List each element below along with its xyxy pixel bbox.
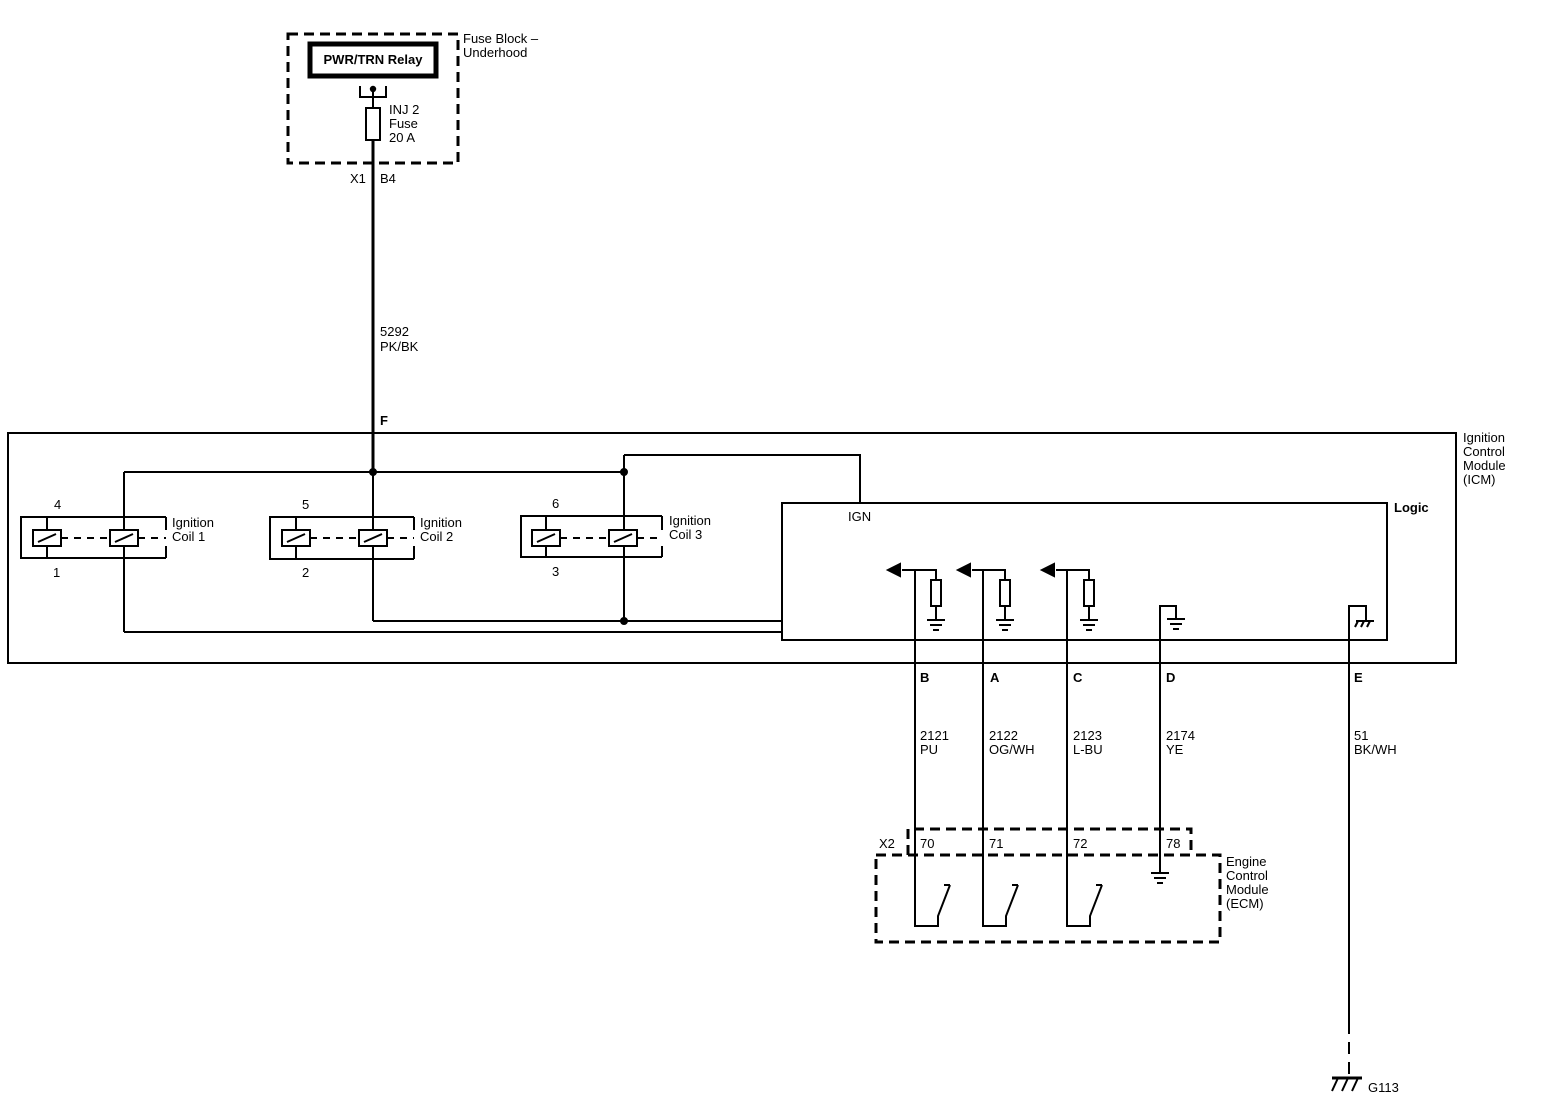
wire-color-label: YE <box>1166 742 1184 757</box>
ecm-switch-70 <box>914 880 951 927</box>
ground-label: G113 <box>1368 1080 1399 1095</box>
coil-name-label: Coil 1 <box>172 529 205 544</box>
ecm-outline <box>874 853 1222 944</box>
ecm-pin-label: 71 <box>989 836 1003 851</box>
ground-icon <box>996 619 1014 631</box>
arrow-left-icon <box>955 562 971 578</box>
resistor-icon <box>930 579 942 607</box>
icm-title: Control <box>1463 444 1505 459</box>
coil-pin-label: 1 <box>53 565 60 580</box>
icm-pin-label: E <box>1354 670 1363 685</box>
ecm-pin-label: 72 <box>1073 836 1087 851</box>
pin-b4-label: B4 <box>380 171 396 186</box>
coil-name-label: Ignition <box>172 515 214 530</box>
pwr-trn-relay-box <box>307 41 439 79</box>
coil-pin-label: 2 <box>302 565 309 580</box>
icm-outline <box>7 432 1457 664</box>
fuse-label: Fuse <box>389 116 418 131</box>
ecm-switch-71 <box>982 880 1019 927</box>
inj2-fuse-icon <box>365 107 381 141</box>
wire-circuit-label: 51 <box>1354 728 1368 743</box>
wire-circuit-label: 5292 <box>380 324 409 339</box>
bus-junction-1 <box>369 468 377 476</box>
ecm-title: Control <box>1226 868 1268 883</box>
ecm-title: Engine <box>1226 854 1266 869</box>
coil-pin-label: 6 <box>552 496 559 511</box>
chassis-ground-g113-icon <box>1331 1076 1362 1092</box>
ecm-title: Module <box>1226 882 1269 897</box>
ecm-pin-label: 70 <box>920 836 934 851</box>
resistor-icon <box>1083 579 1095 607</box>
ground-icon <box>1167 618 1185 630</box>
ign-feed-wire <box>624 454 861 503</box>
wire-circuit-label: 2121 <box>920 728 949 743</box>
logic-driver-a <box>955 562 1014 880</box>
ground-icon <box>927 619 945 631</box>
arrow-left-icon <box>1039 562 1055 578</box>
coil-name-label: Ignition <box>669 513 711 528</box>
bus-junction-2 <box>620 468 628 476</box>
logic-box <box>781 502 1388 641</box>
wire-color-label: PU <box>920 742 938 757</box>
wire-circuit-label: 2123 <box>1073 728 1102 743</box>
ignition-coil-2 <box>269 516 415 560</box>
ecm-switch-72 <box>1066 880 1103 927</box>
chassis-ground-icon <box>1354 620 1374 628</box>
coil-name-label: Coil 3 <box>669 527 702 542</box>
wire-circuit-label: 2174 <box>1166 728 1195 743</box>
icm-pin-label: D <box>1166 670 1175 685</box>
icm-pin-f-label: F <box>380 413 388 428</box>
logic-ground-e <box>1348 605 1374 1022</box>
coil-pin-label: 5 <box>302 497 309 512</box>
fuse-block-title: Underhood <box>463 45 527 60</box>
wire-color-label: L-BU <box>1073 742 1103 757</box>
ignition-coil-1 <box>20 516 167 559</box>
arrow-left-icon <box>885 562 901 578</box>
logic-label: Logic <box>1394 500 1429 515</box>
wire-circuit-label: 2122 <box>989 728 1018 743</box>
ecm-connector-x2-label: X2 <box>879 836 895 851</box>
icm-title: Ignition <box>1463 430 1505 445</box>
coil-pin-label: 3 <box>552 564 559 579</box>
logic-driver-c <box>1039 562 1098 880</box>
ground-icon <box>1080 619 1098 631</box>
return-junction <box>620 617 628 625</box>
wire-color-label: BK/WH <box>1354 742 1397 757</box>
ignition-coil-3 <box>520 515 663 558</box>
fuse-label: 20 A <box>389 130 415 145</box>
ecm-connector-outline <box>906 827 1193 855</box>
icm-title: (ICM) <box>1463 472 1496 487</box>
wire-color-label: OG/WH <box>989 742 1035 757</box>
wire-color-label: PK/BK <box>380 339 419 354</box>
resistor-icon <box>999 579 1011 607</box>
ecm-pin-label: 78 <box>1166 836 1180 851</box>
connector-x1-label: X1 <box>350 171 366 186</box>
logic-ground-d <box>1159 605 1185 868</box>
ecm-title: (ECM) <box>1226 896 1264 911</box>
logic-driver-b <box>885 562 945 880</box>
fuse-label: INJ 2 <box>389 102 419 117</box>
icm-pin-label: A <box>990 670 1000 685</box>
coil-pin-label: 4 <box>54 497 61 512</box>
icm-title: Module <box>1463 458 1506 473</box>
fuse-block-title: Fuse Block – <box>463 31 539 46</box>
coil-name-label: Ignition <box>420 515 462 530</box>
relay-label: PWR/TRN Relay <box>324 52 424 67</box>
ign-label: IGN <box>848 509 871 524</box>
icm-pin-label: B <box>920 670 929 685</box>
ecm-ground-78 <box>1151 868 1169 884</box>
coil-name-label: Coil 2 <box>420 529 453 544</box>
icm-pin-label: C <box>1073 670 1083 685</box>
